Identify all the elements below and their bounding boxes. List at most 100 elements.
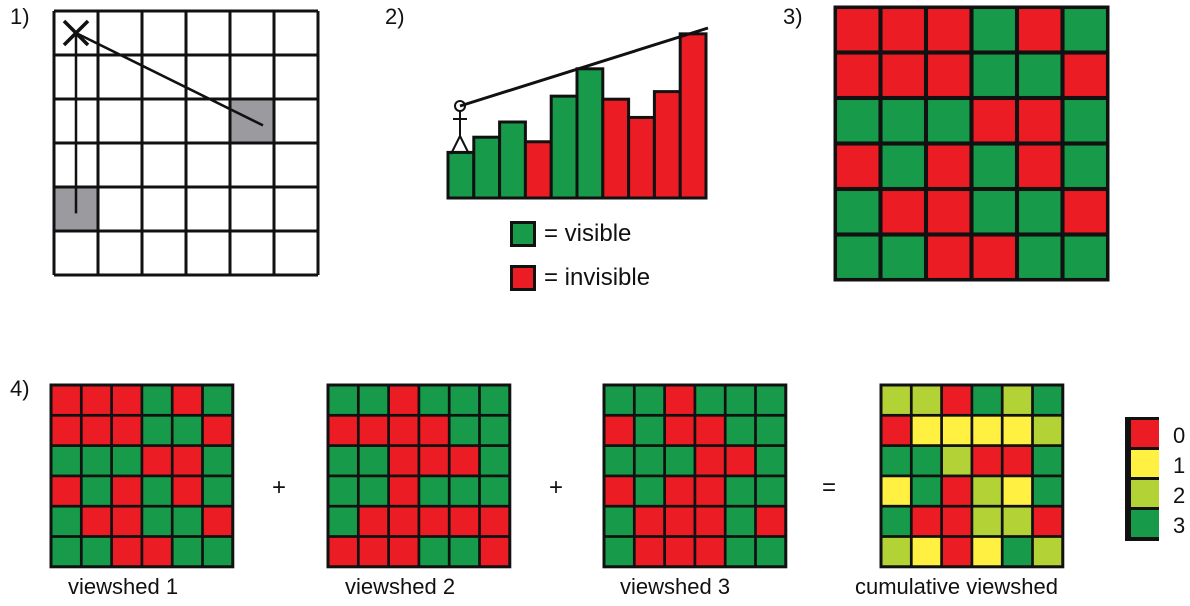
panel3-grid-cell — [1064, 9, 1106, 51]
viewshed-3-cell — [756, 416, 785, 445]
viewshed-2-cell — [420, 416, 448, 445]
viewshed-1-cell — [82, 537, 111, 566]
panel-3-label: 3) — [783, 4, 803, 29]
viewshed-2-cell — [329, 477, 357, 505]
viewshed-3-cell — [756, 386, 785, 414]
cumulative-viewshed-cell — [882, 416, 910, 445]
cumulative-viewshed-border — [879, 383, 1065, 569]
sight-line — [75, 31, 264, 127]
viewshed-2-caption: viewshed 2 — [345, 574, 456, 599]
legend-invisible-swatch — [510, 265, 536, 291]
panel3-grid-cell — [973, 236, 1015, 278]
viewshed-3-cell — [726, 416, 755, 445]
viewshed-3-cell — [605, 416, 633, 445]
panel3-grid-cell — [1064, 191, 1106, 233]
visible-bar — [472, 135, 502, 200]
viewshed-1-cell — [82, 416, 111, 445]
viewshed-2-cell — [329, 416, 357, 445]
panel3-grid-cell — [973, 54, 1015, 96]
viewshed-1-border — [49, 383, 235, 569]
viewshed-1-cell — [173, 537, 202, 566]
viewshed-2-cell — [450, 507, 479, 536]
cumulative-viewshed-frame — [881, 385, 1063, 567]
legend-visible-swatch — [510, 221, 536, 247]
panel3-grid-cell — [973, 100, 1015, 142]
viewshed-2-cell — [359, 477, 388, 505]
panel3-grid-cell — [928, 191, 970, 233]
viewshed-2-cell — [389, 537, 418, 566]
plus-sign-1: + — [272, 474, 287, 501]
legend-cell-0 — [1131, 420, 1159, 447]
viewshed-1-cell — [173, 446, 202, 475]
legend-visible-label: = visible — [544, 220, 632, 247]
viewshed-1-caption: viewshed 1 — [68, 574, 179, 599]
visible-bar — [446, 150, 476, 200]
viewshed-2-cell — [420, 477, 448, 505]
cumulative-viewshed-cell — [942, 507, 971, 536]
viewshed-3-cell — [696, 386, 724, 414]
panel3-grid-cell — [837, 9, 879, 51]
cumulative-viewshed-cell — [882, 446, 910, 475]
viewshed-2-cell — [420, 446, 448, 475]
viewshed-3-cell — [696, 477, 724, 505]
legend-invisible-label: = invisible — [544, 264, 651, 291]
viewshed-2-cell — [450, 416, 479, 445]
cumulative-viewshed-caption: cumulative viewshed — [855, 574, 1058, 599]
viewshed-3-cell — [605, 537, 633, 566]
viewshed-1-cell — [203, 537, 232, 566]
viewshed-3-cell — [635, 386, 664, 414]
viewshed-2-cell — [450, 446, 479, 475]
viewshed-2-cell — [480, 477, 509, 505]
viewshed-3-cell — [605, 507, 633, 536]
cumulative-viewshed-cell — [912, 477, 941, 505]
viewshed-2-cell — [389, 416, 418, 445]
panel3-grid-cell — [1019, 54, 1061, 96]
cumulative-viewshed-cell — [1033, 507, 1062, 536]
viewshed-3-cell — [696, 507, 724, 536]
cumulative-viewshed-cell — [1033, 537, 1062, 566]
viewshed-3-frame — [604, 385, 786, 567]
viewshed-3-caption: viewshed 3 — [620, 574, 731, 599]
cumulative-viewshed-cell — [1003, 446, 1032, 475]
viewshed-3-cell — [665, 416, 694, 445]
cumulative-viewshed-cell — [942, 537, 971, 566]
viewshed-3-cell — [756, 537, 785, 566]
invisible-bar — [627, 115, 656, 200]
cumulative-viewshed-cell — [1003, 386, 1032, 414]
panel3-grid-cell — [882, 9, 924, 51]
legend-value-0: 0 — [1173, 423, 1186, 448]
viewshed-1-cell — [52, 537, 80, 566]
viewshed-2-cell — [389, 446, 418, 475]
viewshed-3-cell — [696, 446, 724, 475]
cumulative-viewshed-cell — [973, 507, 1001, 536]
panel3-grid-cell — [928, 145, 970, 187]
viewshed-1-cell — [112, 507, 141, 536]
sight-line — [459, 26, 709, 108]
plus-sign-2: + — [549, 474, 564, 501]
viewshed-2-border — [326, 383, 512, 569]
viewshed-3-cell — [756, 446, 785, 475]
cumulative-legend-box — [1125, 417, 1159, 541]
viewshed-1-cell — [52, 416, 80, 445]
legend-cell-1 — [1131, 450, 1159, 477]
viewshed-3-cell — [756, 507, 785, 536]
invisible-bar — [678, 32, 708, 200]
viewshed-1-cell — [143, 537, 171, 566]
viewshed-1-cell — [143, 386, 171, 414]
viewshed-1-cell — [203, 446, 232, 475]
viewshed-2-frame — [328, 385, 510, 567]
viewshed-2-cell — [420, 386, 448, 414]
viewshed-3-cell — [635, 446, 664, 475]
cumulative-viewshed-cell — [1003, 477, 1032, 505]
cumulative-viewshed-cell — [882, 537, 910, 566]
viewshed-2-cell — [329, 537, 357, 566]
viewshed-1-cell — [143, 507, 171, 536]
visible-bar — [498, 120, 527, 200]
viewshed-3-cell — [726, 446, 755, 475]
viewshed-1-frame — [51, 385, 233, 567]
legend-value-1: 1 — [1173, 453, 1186, 478]
viewshed-2-cell — [480, 537, 509, 566]
panel3-grid-cell — [882, 54, 924, 96]
viewshed-1-cell — [112, 446, 141, 475]
panel3-grid-cell — [1064, 100, 1106, 142]
